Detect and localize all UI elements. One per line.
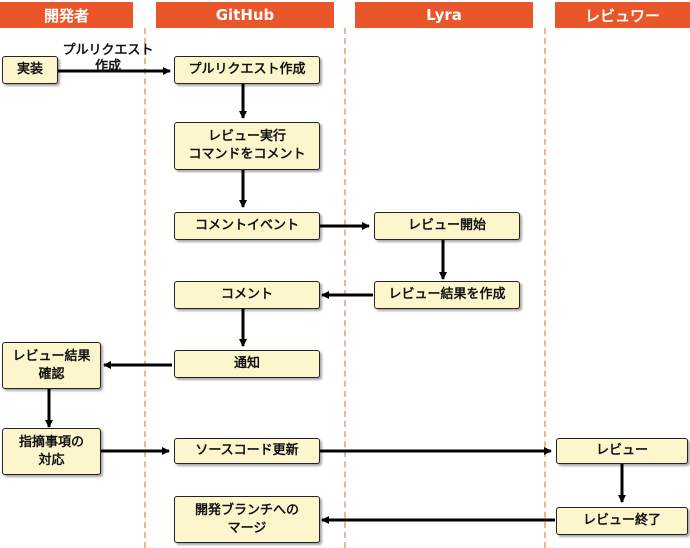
pr-create-label-line2: 作成 [94, 59, 121, 74]
step-review-command: レビュー実行 コマンドをコメント [174, 122, 320, 170]
step-review-command-line2: コマンドをコメント [188, 147, 306, 162]
step-comment-event: コメントイベント [174, 212, 320, 240]
step-review: レビュー [556, 438, 688, 464]
step-review-end: レビュー終了 [556, 507, 688, 535]
lane-header-reviewer: レビュワー [555, 2, 690, 28]
step-notify: 通知 [174, 350, 320, 378]
step-review-result-check-line1: レビュー結果 [12, 348, 91, 364]
step-review-result-check: レビュー結果 確認 [2, 342, 101, 389]
step-merge: 開発ブランチへの マージ [174, 496, 320, 543]
step-fix-issues-line2: 対応 [38, 452, 65, 468]
lane-divider [344, 28, 346, 548]
step-implement: 実装 [2, 56, 58, 84]
lane-header-lyra: Lyra [355, 2, 533, 28]
step-merge-line1: 開発ブランチへの [194, 502, 299, 518]
step-create-review-result: レビュー結果を作成 [374, 281, 520, 309]
lane-header-github: GitHub [156, 2, 334, 28]
step-review-result-check-line2: 確認 [38, 366, 65, 382]
pr-create-label: プルリクエスト 作成 [62, 43, 154, 75]
lane-divider [544, 28, 546, 548]
step-fix-issues: 指摘事項の 対応 [2, 428, 101, 475]
step-review-start: レビュー開始 [374, 212, 520, 240]
step-fix-issues-line1: 指摘事項の [18, 434, 84, 450]
step-source-update: ソースコード更新 [174, 438, 320, 464]
step-comment: コメント [174, 281, 320, 309]
pr-create-label-line1: プルリクエスト [62, 43, 154, 58]
lane-header-developer: 開発者 [0, 2, 133, 28]
step-create-pr: プルリクエスト作成 [174, 56, 320, 84]
step-review-command-line1: レビュー実行 [207, 129, 286, 144]
lane-divider [144, 28, 146, 548]
step-merge-line2: マージ [227, 520, 267, 536]
